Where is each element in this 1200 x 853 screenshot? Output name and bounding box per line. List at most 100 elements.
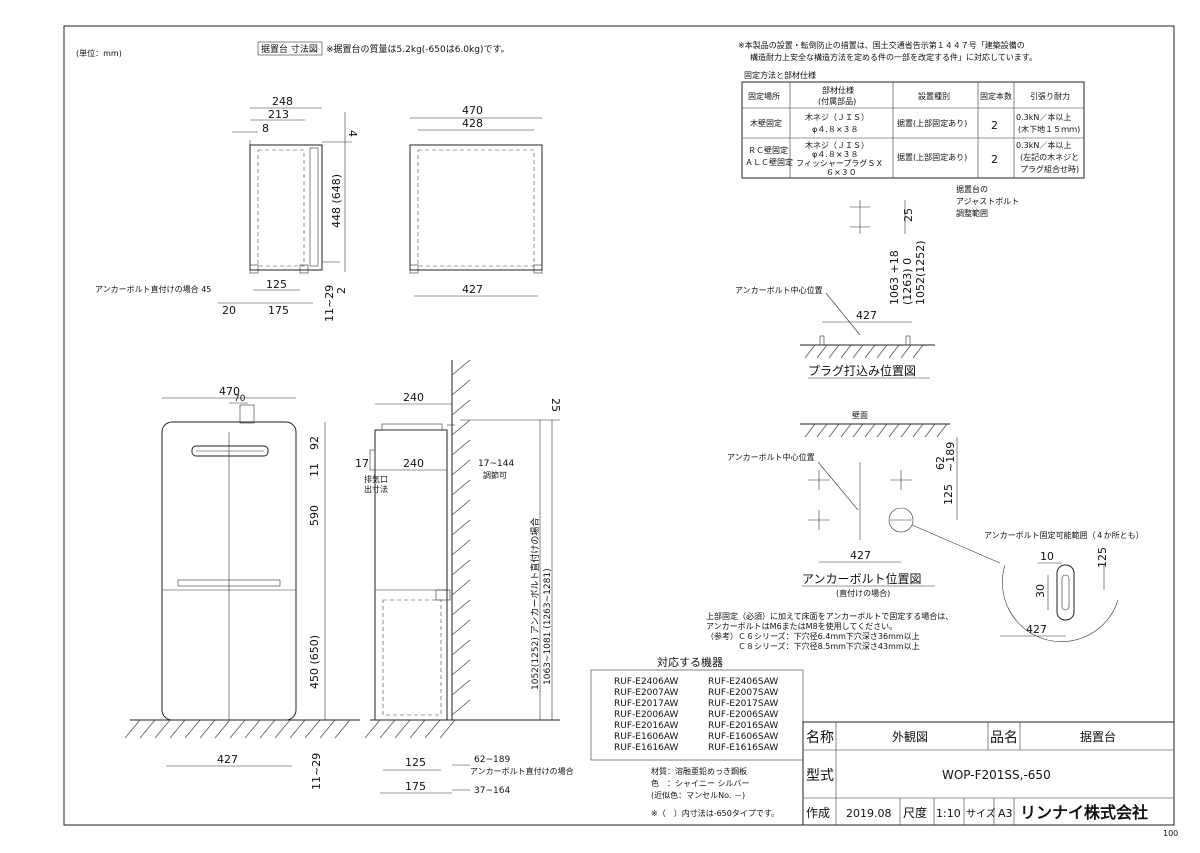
svg-text:92: 92 (308, 436, 321, 450)
svg-text:0.3kN／本以上: 0.3kN／本以上 (1016, 140, 1071, 150)
svg-text:作成: 作成 (806, 806, 830, 820)
svg-text:0.3kN／本以上: 0.3kN／本以上 (1016, 112, 1071, 122)
svg-text:240: 240 (403, 457, 424, 470)
svg-text:アンカーボルト中心位置: アンカーボルト中心位置 (735, 285, 823, 295)
svg-text:(付属部品): (付属部品) (818, 96, 856, 106)
svg-text:17: 17 (355, 457, 369, 470)
svg-text:WOP-F201SS,-650: WOP-F201SS,-650 (942, 768, 1051, 782)
svg-text:70: 70 (234, 394, 246, 404)
svg-text:壁面: 壁面 (852, 410, 868, 420)
svg-text:RUF-E2406SAW: RUF-E2406SAW (708, 677, 778, 687)
svg-text:尺度: 尺度 (903, 805, 927, 820)
svg-text:1063 +18: 1063 +18 (888, 250, 901, 305)
svg-text:RUF-E2007AW: RUF-E2007AW (614, 688, 679, 698)
stand-title: 据置台 寸法図 (261, 43, 318, 55)
svg-text:62~189: 62~189 (474, 755, 510, 765)
svg-text:外観図: 外観図 (892, 730, 928, 744)
svg-text:470: 470 (219, 385, 240, 398)
svg-text:木ネジ（ＪＩＳ）: 木ネジ（ＪＩＳ） (805, 112, 869, 122)
svg-text:25: 25 (902, 208, 915, 222)
svg-text:427: 427 (850, 549, 871, 562)
svg-text:(木下地１５ｍｍ): (木下地１５ｍｍ) (1018, 124, 1080, 134)
material-line-2: 色 ：シャイニー シルバー (651, 778, 750, 788)
svg-text:125: 125 (942, 484, 955, 505)
svg-text:ＲＣ壁固定: ＲＣ壁固定 (748, 145, 788, 155)
anchor-note-3: （参考）Ｃ６シリーズ：下穴径6.4mm下穴深さ36mm以上 (706, 631, 920, 641)
stand-side-view: 248 213 8 4 448 (648) 125 アンカーボルト直付けの場合 … (95, 95, 359, 322)
svg-text:φ４.８×３８: φ４.８×３８ (812, 150, 859, 159)
paren-note: ※（ ）内寸法は-650タイプです。 (651, 808, 779, 818)
svg-text:RUF-E1616AW: RUF-E1616AW (614, 743, 679, 753)
anchor-note-2: アンカーボルトはM6またはM8を使用してください。 (706, 621, 897, 631)
svg-text:RUF-E2007SAW: RUF-E2007SAW (708, 688, 778, 698)
svg-text:引張り耐力: 引張り耐力 (1030, 91, 1070, 101)
svg-text:プラグ組合せ時): プラグ組合せ時) (1020, 164, 1079, 174)
material-line-1: 材質：溶融亜鉛めっき鋼板 (651, 766, 747, 776)
svg-text:アンカーボルト位置図: アンカーボルト位置図 (802, 571, 922, 586)
svg-text:RUF-E1616SAW: RUF-E1616SAW (708, 743, 778, 753)
svg-text:アンカーボルト固定可能範囲（４か所とも）: アンカーボルト固定可能範囲（４か所とも） (984, 530, 1144, 540)
stand-title-box (257, 41, 323, 56)
svg-text:調整範囲: 調整範囲 (956, 208, 988, 218)
svg-text:固定本数: 固定本数 (980, 91, 1012, 101)
svg-text:2: 2 (991, 119, 998, 132)
svg-text:1:10: 1:10 (936, 807, 961, 820)
svg-text:2: 2 (335, 287, 348, 294)
svg-text:450 (650): 450 (650) (308, 635, 321, 689)
svg-text:据置台: 据置台 (1080, 729, 1116, 744)
svg-text:φ４.８×３８: φ４.８×３８ (812, 125, 859, 134)
page-number: 100 (1163, 829, 1178, 838)
unit-side-view: 240 25 17 240 17~144 調節可 排気口 出寸法 1052(12… (355, 359, 574, 796)
svg-text:アジャストボルト: アジャストボルト (956, 197, 1019, 206)
svg-text:8: 8 (262, 122, 269, 135)
sheet-border (63, 25, 1175, 826)
svg-text:６×３０: ６×３０ (826, 168, 857, 177)
svg-text:リンナイ株式会社: リンナイ株式会社 (1020, 803, 1148, 822)
unit-note: (単位：mm) (76, 48, 122, 58)
svg-text:427: 427 (217, 753, 238, 766)
title-block: 名称 外観図 品名 据置台 型式 WOP-F201SS,-650 作成 2019… (802, 721, 1175, 826)
svg-text:240: 240 (403, 391, 424, 404)
material-line-3: (近似色：マンセルNo. －) (651, 790, 745, 800)
svg-text:設置種別: 設置種別 (918, 91, 950, 101)
svg-text:25: 25 (549, 398, 562, 412)
svg-text:125: 125 (266, 278, 287, 291)
fix-table-caption: 固定方法と部材仕様 (744, 70, 816, 80)
svg-text:62: 62 (934, 456, 947, 470)
stand-front-view: 470 428 427 (409, 104, 543, 297)
svg-text:2019.08: 2019.08 (846, 807, 892, 820)
svg-text:アンカーボルト直付けの場合: アンカーボルト直付けの場合 (470, 766, 574, 776)
svg-text:125: 125 (1096, 547, 1109, 568)
svg-text:排気口: 排気口 (364, 474, 388, 484)
fix-table: 固定場所 部材仕様 (付属部品) 設置種別 固定本数 引張り耐力 木壁固定 木ネ… (741, 81, 1085, 179)
svg-text:A3: A3 (998, 807, 1013, 820)
svg-text:名称: 名称 (806, 730, 834, 746)
svg-text:RUF-E2017AW: RUF-E2017AW (614, 699, 679, 709)
svg-text:20: 20 (222, 304, 236, 317)
unit-front-view: 470 70 92 11 590 450 (650) 427 11~29 (124, 385, 360, 790)
svg-text:17~144: 17~144 (478, 459, 514, 469)
anchor-position-view: 壁面 アンカーボルト中心位置 62 ~189 125 427 アンカーボルト位置… (727, 410, 1144, 598)
svg-text:~189: ~189 (944, 442, 957, 472)
svg-text:据置(上部固定あり): 据置(上部固定あり) (897, 152, 967, 162)
svg-text:据置台の: 据置台の (956, 184, 988, 194)
svg-text:アンカーボルト直付けの場合 45: アンカーボルト直付けの場合 45 (95, 284, 211, 294)
svg-text:RUF-E2016AW: RUF-E2016AW (614, 721, 679, 731)
svg-text:RUF-E1606SAW: RUF-E1606SAW (708, 732, 778, 742)
svg-text:型式: 型式 (806, 768, 834, 784)
svg-text:448 (648): 448 (648) (330, 174, 343, 228)
svg-text:11~29: 11~29 (310, 753, 323, 790)
svg-text:RUF-E2406AW: RUF-E2406AW (614, 677, 679, 687)
svg-text:1052(1252) アンカーボルト直付けの場合: 1052(1252) アンカーボルト直付けの場合 (529, 518, 541, 690)
svg-text:(1263) 0: (1263) 0 (901, 258, 914, 305)
svg-text:470: 470 (462, 104, 483, 117)
svg-text:175: 175 (405, 780, 426, 793)
svg-text:175: 175 (268, 304, 289, 317)
plug-position-view: 据置台の アジャストボルト 調整範囲 25 1063 +18 (1263) 0 … (735, 184, 1019, 379)
svg-text:37~164: 37~164 (474, 786, 510, 796)
svg-text:11: 11 (308, 463, 321, 477)
svg-text:1063~1081 (1263~1281): 1063~1081 (1263~1281) (543, 568, 553, 685)
svg-text:RUF-E2006SAW: RUF-E2006SAW (708, 710, 778, 720)
